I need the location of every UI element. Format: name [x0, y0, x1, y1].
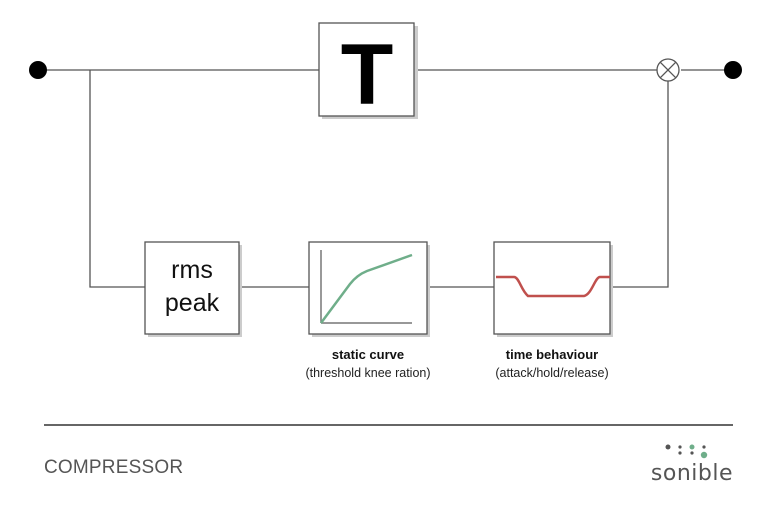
static-curve-block — [308, 241, 430, 337]
sidechain-split-wire — [89, 70, 145, 288]
static-curve-title: static curve — [332, 347, 404, 362]
detector-label-peak: peak — [165, 289, 220, 317]
multiplier-node — [656, 58, 680, 82]
sonible-logo: sonible — [651, 444, 733, 486]
brand-name: sonible — [651, 461, 733, 486]
time-behaviour-curve — [496, 275, 610, 298]
input-terminal — [29, 61, 47, 79]
static-curve-line — [319, 253, 413, 324]
time-behaviour-subtitle: (attack/hold/release) — [495, 366, 608, 380]
detector-block: rms peak — [144, 241, 242, 337]
output-terminal — [724, 61, 742, 79]
time-behaviour-block — [493, 241, 613, 337]
transfer-block-label: T — [341, 27, 394, 123]
transfer-block: T — [318, 22, 418, 123]
static-curve-subtitle: (threshold knee ration) — [305, 366, 430, 380]
gain-control-wire — [611, 80, 669, 288]
time-behaviour-title: time behaviour — [506, 347, 598, 362]
diagram-title: COMPRESSOR — [44, 457, 183, 478]
detector-label-rms: rms — [171, 256, 213, 284]
